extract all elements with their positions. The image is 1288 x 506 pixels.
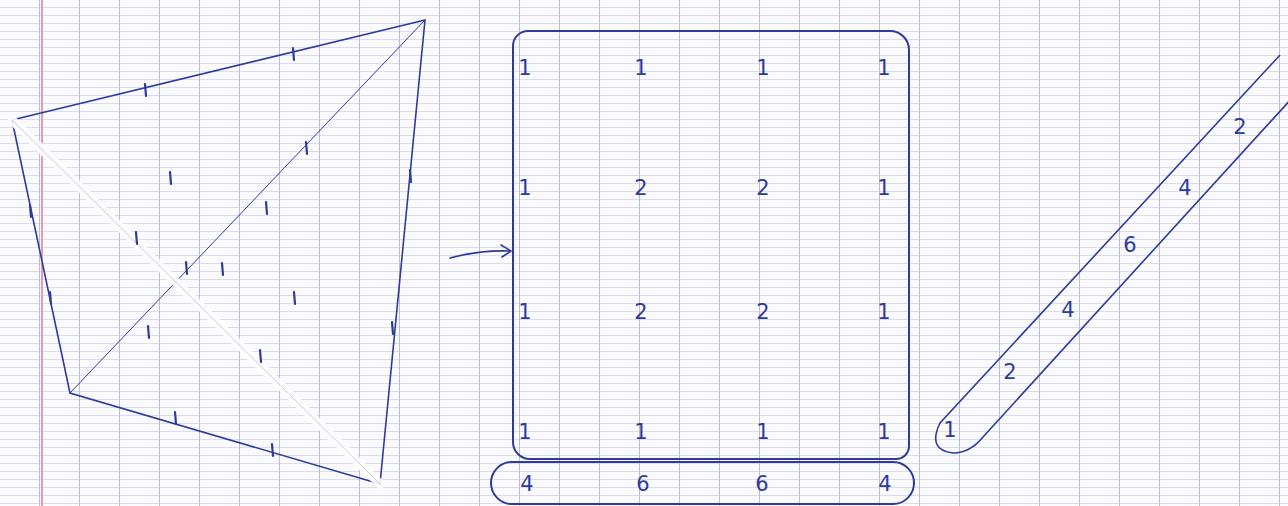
number-text: 1 bbox=[756, 58, 769, 79]
number-text: 1 bbox=[877, 422, 890, 443]
number-text: 1 bbox=[877, 178, 890, 199]
number-text: 1 bbox=[518, 58, 531, 79]
number-text: 6 bbox=[636, 474, 649, 495]
number-text: 1 bbox=[634, 422, 647, 443]
number-text: 1 bbox=[877, 302, 890, 323]
number-text: 1 bbox=[943, 420, 956, 441]
number-text: 1 bbox=[518, 178, 531, 199]
arrow bbox=[450, 245, 511, 258]
number-text: 2 bbox=[1003, 362, 1016, 383]
diagonal-oval: 1 2 4 6 4 2 bbox=[935, 55, 1285, 450]
number-text: 2 bbox=[756, 178, 769, 199]
number-text: 4 bbox=[878, 474, 891, 495]
number-text: 2 bbox=[1233, 117, 1246, 138]
number-text: 2 bbox=[634, 178, 647, 199]
number-text: 4 bbox=[1178, 178, 1191, 199]
number-text: 1 bbox=[518, 302, 531, 323]
number-text: 2 bbox=[634, 302, 647, 323]
number-text: 4 bbox=[520, 474, 533, 495]
sum-oval: 4 6 6 4 bbox=[490, 461, 915, 505]
number-text: 1 bbox=[877, 58, 890, 79]
oval-outline bbox=[935, 55, 1285, 450]
number-text: 1 bbox=[518, 422, 531, 443]
number-text: 6 bbox=[1123, 235, 1136, 256]
number-text: 6 bbox=[755, 474, 768, 495]
quadrilateral-figure bbox=[12, 20, 425, 484]
grid-box: 1 1 1 1 1 2 2 1 1 2 2 1 1 1 1 1 bbox=[512, 30, 910, 460]
number-text: 2 bbox=[756, 302, 769, 323]
number-text: 1 bbox=[634, 58, 647, 79]
number-text: 4 bbox=[1061, 300, 1074, 321]
number-text: 1 bbox=[756, 422, 769, 443]
